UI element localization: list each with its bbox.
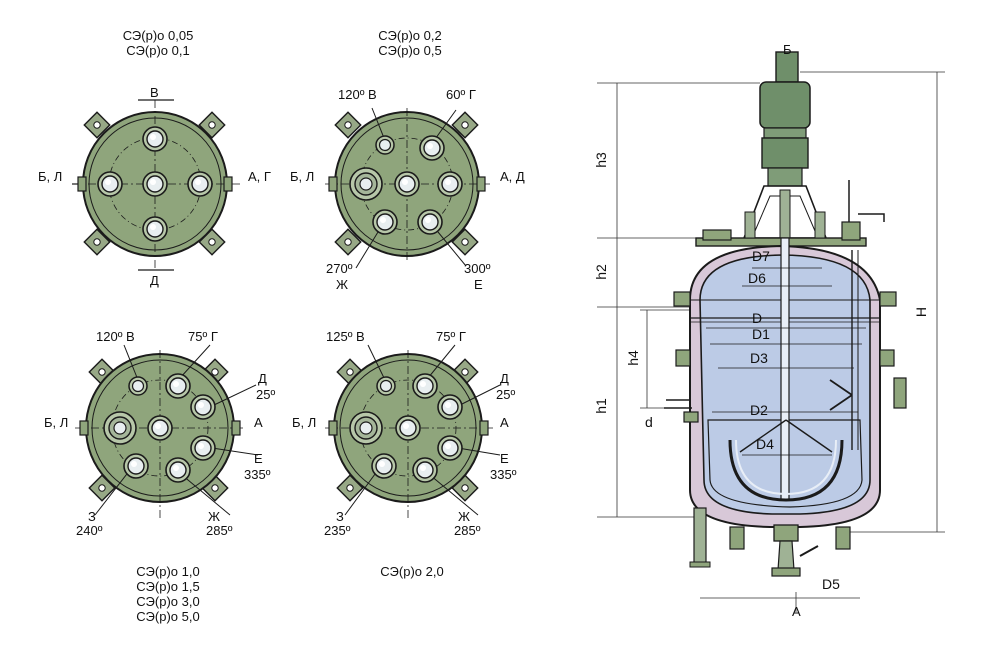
f3-label-right: А — [254, 415, 263, 430]
f2-label-br-angle: 300º — [464, 261, 491, 276]
f4-label-bottom-right-angle: 285º — [454, 523, 481, 538]
flange-diagram-3 — [75, 344, 259, 520]
vessel-dim-D3: D3 — [750, 350, 768, 366]
vessel-dim-h4: h4 — [624, 350, 641, 366]
vessel-dim-D4: D4 — [756, 436, 774, 452]
caption-line: СЭ(р)о 0,5 — [378, 43, 442, 58]
caption-bottom-right: СЭ(р)о 2,0 — [352, 564, 472, 579]
vessel-dim-h2: h2 — [592, 264, 609, 280]
f4-label-right-top: Д — [500, 371, 509, 386]
f4-label-left: Б, Л — [292, 415, 317, 430]
f3-label-top-left: 120º В — [96, 329, 135, 344]
f3-label-bottom-right-angle: 285º — [206, 523, 233, 538]
flange-diagram-4 — [325, 344, 501, 520]
f2-label-left: Б, Л — [290, 169, 315, 184]
vessel-dim-D2: D2 — [750, 402, 768, 418]
vessel-dim-D: D — [752, 310, 763, 326]
caption-line: СЭ(р)о 0,2 — [378, 28, 442, 43]
f3-label-bottom-left-angle: 240º — [76, 523, 103, 538]
vessel-dim-D5: D5 — [822, 576, 840, 592]
vessel-dim-D6: D6 — [748, 270, 766, 286]
vessel-dim-h3: h3 — [592, 152, 609, 168]
vessel-label-bottom-port: А — [792, 604, 801, 619]
caption-line: СЭ(р)о 0,05 — [122, 28, 194, 43]
vessel-dim-D7: D7 — [752, 248, 770, 264]
f4-label-right-bottom-angle: 335º — [490, 467, 517, 482]
f2-label-top-right: 60º Г — [446, 87, 476, 102]
caption-line: СЭ(р)о 3,0 — [136, 594, 200, 609]
f4-label-right-top-angle: 25º — [496, 387, 516, 402]
caption-top-left: СЭ(р)о 0,05 СЭ(р)о 0,1 — [98, 28, 218, 58]
caption-line: СЭ(р)о 1,0 — [136, 564, 200, 579]
f1-label-left: Б, Л — [38, 169, 63, 184]
caption-line: СЭ(р)о 0,1 — [126, 43, 190, 58]
flange-diagram-2 — [325, 107, 490, 269]
caption-top-right: СЭ(р)о 0,2 СЭ(р)о 0,5 — [350, 28, 470, 58]
f2-label-br: Е — [474, 277, 483, 292]
f4-label-bottom-right: Ж — [458, 509, 471, 524]
f3-label-right-bottom-angle: 335º — [244, 467, 271, 482]
caption-line: СЭ(р)о 2,0 — [380, 564, 444, 579]
vessel-dim-h1: h1 — [592, 398, 609, 414]
vessel-dim-D1: D1 — [752, 326, 770, 342]
f1-label-bottom: Д — [150, 273, 159, 288]
reactor-vessel — [597, 51, 945, 612]
f4-label-bottom-left: З — [336, 509, 344, 524]
f1-label-right: А, Г — [248, 169, 271, 184]
caption-line: СЭ(р)о 5,0 — [136, 609, 200, 624]
vessel-dim-d: d — [645, 414, 653, 430]
f2-label-bl: Ж — [336, 277, 349, 292]
f4-label-top-left: 125º В — [326, 329, 365, 344]
vessel-dim-H: H — [913, 306, 930, 318]
caption-line: СЭ(р)о 1,5 — [136, 579, 200, 594]
f4-label-top-right: 75º Г — [436, 329, 466, 344]
f2-label-right: А, Д — [500, 169, 525, 184]
f2-label-top-left: 120º В — [338, 87, 377, 102]
f3-label-right-bottom: Е — [254, 451, 263, 466]
f3-label-right-top: Д — [258, 371, 267, 386]
f1-label-top: В — [150, 85, 159, 100]
flange-diagram-1 — [72, 99, 240, 271]
f3-label-left: Б, Л — [44, 415, 69, 430]
f3-label-bottom-right: Ж — [208, 509, 221, 524]
f4-label-right-bottom: Е — [500, 451, 509, 466]
f4-label-right: А — [500, 415, 509, 430]
f3-label-top-right: 75º Г — [188, 329, 218, 344]
f3-label-right-top-angle: 25º — [256, 387, 276, 402]
f2-label-bl-angle: 270º — [326, 261, 353, 276]
f3-label-bottom-left: З — [88, 509, 96, 524]
f4-label-bottom-left-angle: 235º — [324, 523, 351, 538]
caption-bottom-left: СЭ(р)о 1,0 СЭ(р)о 1,5 СЭ(р)о 3,0 СЭ(р)о … — [108, 564, 228, 624]
vessel-label-top-port: Б — [783, 42, 792, 57]
